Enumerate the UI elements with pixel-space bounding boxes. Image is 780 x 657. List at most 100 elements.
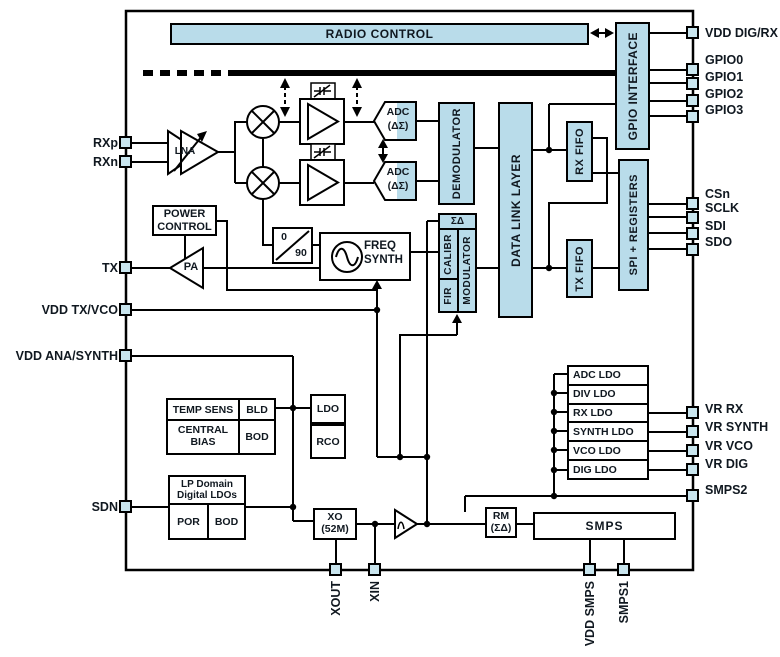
pin-vr-synth xyxy=(686,425,699,438)
pin-vdd-smps xyxy=(583,563,596,576)
pin-sdn xyxy=(119,500,132,513)
ldo-stack-row: SYNTH LDO xyxy=(569,423,647,443)
pin-rxp xyxy=(119,136,132,149)
pin-sdi xyxy=(686,227,699,240)
block-spi-registers-label: SPI + REGISTERS xyxy=(627,174,640,276)
pin-label-vdd-smps: VDD SMPS xyxy=(583,581,597,647)
oscillator-icon xyxy=(331,241,363,273)
pin-tx xyxy=(119,261,132,274)
block-power-control: POWER CONTROL xyxy=(152,205,217,236)
block-fir-label: FIR xyxy=(443,286,454,305)
pin-label-vr-dig: VR DIG xyxy=(705,457,749,471)
pin-label-csn: CSn xyxy=(705,187,730,201)
ldo-stack-row: DIV LDO xyxy=(569,386,647,405)
pin-label-smps1: SMPS1 xyxy=(617,581,631,624)
pin-vr-vco xyxy=(686,444,699,457)
block-fir: FIR xyxy=(438,278,459,313)
pin-label-xin: XIN xyxy=(368,581,382,602)
ldo-stack-row: RX LDO xyxy=(569,405,647,424)
pin-label-gpio2: GPIO2 xyxy=(705,87,744,101)
pin-label-vdd-tx-vco: VDD TX/VCO xyxy=(41,303,118,317)
block-radio-control: RADIO CONTROL xyxy=(170,23,589,45)
block-gpio-interface: GPIO INTERFACE xyxy=(615,22,650,150)
block-gpio-interface-label: GPIO INTERFACE xyxy=(625,31,640,141)
block-xo: XO (52M) xyxy=(313,508,357,540)
pin-label-smps2: SMPS2 xyxy=(705,483,748,497)
pin-label-gpio1: GPIO1 xyxy=(705,70,744,84)
ldo-stack-row: DIG LDO xyxy=(573,463,617,476)
phase-0-label: 0 xyxy=(281,231,287,243)
pin-gpio2 xyxy=(686,94,699,107)
pin-gpio0 xyxy=(686,63,699,76)
bias-central-bias: CENTRAL BIAS xyxy=(168,421,240,453)
block-calibr-label: CALIBR xyxy=(443,233,454,275)
mixer-icon xyxy=(246,105,280,139)
block-rx-fifo: RX FIFO xyxy=(566,121,593,182)
xo-line1: XO xyxy=(327,511,343,524)
pin-label-vdd-ana-synth: VDD ANA/SYNTH xyxy=(15,349,118,363)
pin-label-tx: TX xyxy=(102,261,118,275)
bias-temp-sens: TEMP SENS xyxy=(168,400,240,421)
rm-line2: (ΣΔ) xyxy=(490,521,512,534)
block-modulator: MODULATOR xyxy=(457,228,477,313)
ldo-stack-row: VCO LDO xyxy=(569,442,647,462)
adc1-label: ADC (ΔΣ) xyxy=(386,106,410,132)
lp-domain-por: POR xyxy=(170,505,209,538)
block-calibr: CALIBR xyxy=(438,228,459,280)
adc-exchange-arrow-icon xyxy=(378,139,388,163)
pin-label-gpio3: GPIO3 xyxy=(705,103,744,117)
pin-gpio3 xyxy=(686,110,699,123)
buffer-icon xyxy=(394,508,419,540)
block-modulator-label: MODULATOR xyxy=(461,236,473,305)
pin-sclk xyxy=(686,211,699,224)
lna-label: LNA xyxy=(174,146,196,157)
block-demodulator-label: DEMODULATOR xyxy=(450,107,463,200)
power-control-line1: POWER xyxy=(163,207,206,220)
pin-xout xyxy=(329,563,342,576)
pin-label-sdo: SDO xyxy=(705,235,733,249)
pin-label-xout: XOUT xyxy=(329,581,343,616)
block-ldo: LDO xyxy=(310,394,346,424)
power-control-line2: CONTROL xyxy=(157,220,212,233)
pin-vdd-dig-rx xyxy=(686,26,699,39)
pin-xin xyxy=(368,563,381,576)
pin-label-vdd-dig-rx: VDD DIG/RX xyxy=(705,26,778,40)
block-data-link-layer: DATA LINK LAYER xyxy=(498,102,533,318)
pin-label-sdn: SDN xyxy=(91,500,118,514)
pin-label-vr-synth: VR SYNTH xyxy=(705,420,769,434)
pin-vdd-tx-vco xyxy=(119,303,132,316)
pin-label-rxn: RXn xyxy=(93,155,118,169)
ldo-stack-row: ADC LDO xyxy=(569,367,647,386)
pin-csn xyxy=(686,197,699,210)
block-smps: SMPS xyxy=(533,512,676,540)
agc-dashed-arrow-icon xyxy=(280,78,362,117)
pga-amplifier-icon xyxy=(299,143,345,206)
rm-line1: RM xyxy=(492,509,510,522)
block-rm: RM (ΣΔ) xyxy=(485,507,517,538)
block-spi-registers: SPI + REGISTERS xyxy=(618,159,649,291)
mixer-icon xyxy=(246,166,280,200)
pin-label-vr-vco: VR VCO xyxy=(705,439,753,453)
block-demodulator: DEMODULATOR xyxy=(438,102,475,205)
adc2-label: ADC (ΔΣ) xyxy=(386,166,410,192)
bias-bld: BLD xyxy=(240,400,274,421)
freq-synth-label: FREQ SYNTH xyxy=(364,240,403,266)
block-tx-fifo: TX FIFO xyxy=(566,239,593,298)
bidirectional-arrow-icon xyxy=(590,28,614,38)
block-rco: RCO xyxy=(310,424,346,459)
pin-label-vr-rx: VR RX xyxy=(705,402,744,416)
pga-amplifier-icon xyxy=(299,82,345,145)
xo-line2: (52M) xyxy=(321,523,349,535)
block-ldo-stack: ADC LDO DIV LDO RX LDO SYNTH LDO VCO LDO… xyxy=(567,365,649,480)
block-tx-fifo-label: TX FIFO xyxy=(573,245,586,292)
pin-vdd-ana-synth xyxy=(119,349,132,362)
pin-label-sdi: SDI xyxy=(705,219,726,233)
bias-bod: BOD xyxy=(245,431,269,443)
pin-smps2 xyxy=(686,489,699,502)
block-rx-fifo-label: RX FIFO xyxy=(573,128,586,175)
pin-vr-rx xyxy=(686,406,699,419)
pin-sdo xyxy=(686,243,699,256)
pin-label-rxp: RXp xyxy=(93,136,118,150)
block-data-link-layer-label: DATA LINK LAYER xyxy=(508,153,523,267)
